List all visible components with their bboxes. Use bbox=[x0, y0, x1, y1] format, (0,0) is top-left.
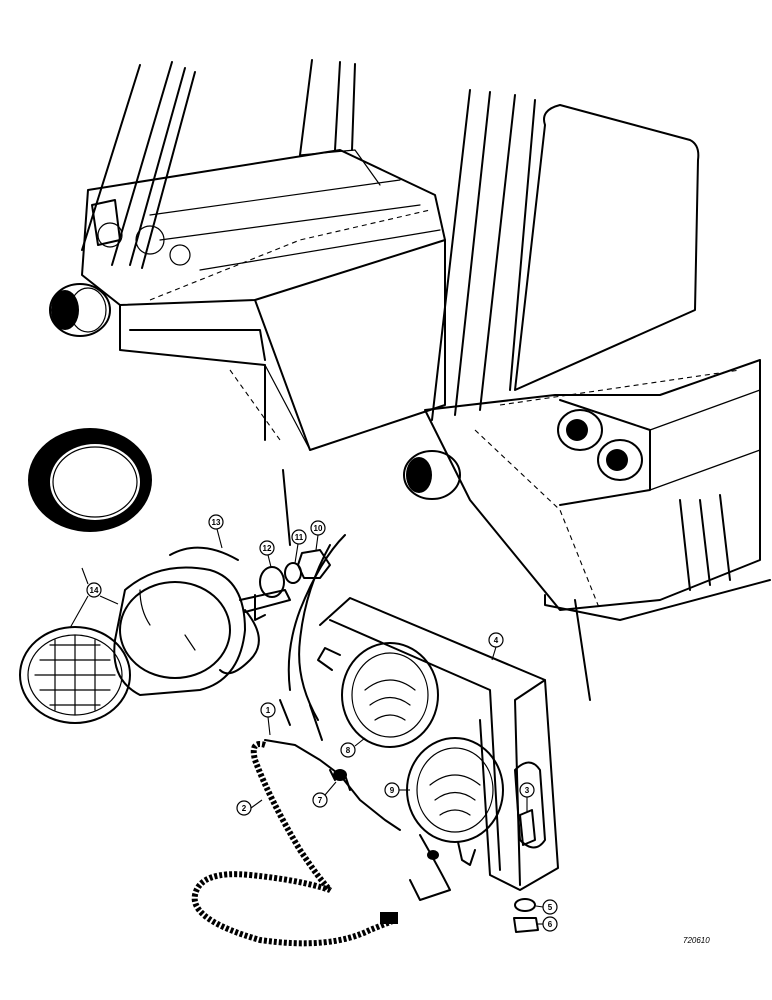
wiring-harness bbox=[191, 699, 451, 947]
left-cab-assembly bbox=[49, 59, 446, 451]
svg-text:2: 2 bbox=[242, 804, 247, 813]
callout-13: 13 bbox=[208, 514, 224, 549]
figure-id: 720610 bbox=[683, 936, 710, 945]
callout-1: 1 bbox=[260, 702, 276, 736]
svg-text:6: 6 bbox=[548, 920, 553, 929]
svg-text:12: 12 bbox=[263, 544, 272, 553]
callout-3: 3 bbox=[519, 782, 535, 812]
callout-9: 9 bbox=[384, 782, 410, 798]
callout-10: 10 bbox=[310, 520, 326, 551]
work-lamp-exploded bbox=[19, 428, 346, 724]
callout-12: 12 bbox=[259, 540, 275, 568]
svg-text:11: 11 bbox=[295, 533, 304, 542]
svg-text:5: 5 bbox=[548, 903, 553, 912]
svg-text:13: 13 bbox=[212, 518, 221, 527]
svg-text:1: 1 bbox=[266, 706, 271, 715]
callout-4: 4 bbox=[488, 632, 504, 661]
callout-6: 6 bbox=[538, 916, 558, 932]
warning-lamp-bracket bbox=[317, 597, 559, 933]
svg-text:8: 8 bbox=[346, 746, 351, 755]
callout-14: 14 bbox=[69, 567, 119, 629]
callout-7: 7 bbox=[312, 781, 337, 808]
svg-text:14: 14 bbox=[90, 586, 99, 595]
svg-text:3: 3 bbox=[525, 786, 530, 795]
svg-text:4: 4 bbox=[494, 636, 499, 645]
callouts: 1 2 3 4 5 6 bbox=[69, 514, 558, 932]
svg-text:10: 10 bbox=[314, 524, 323, 533]
callout-5: 5 bbox=[535, 899, 558, 915]
callout-2: 2 bbox=[236, 799, 263, 816]
callout-11: 11 bbox=[291, 529, 307, 564]
svg-text:7: 7 bbox=[318, 796, 323, 805]
callout-8: 8 bbox=[340, 737, 366, 758]
right-cab-assembly bbox=[282, 89, 771, 701]
svg-text:9: 9 bbox=[390, 786, 395, 795]
